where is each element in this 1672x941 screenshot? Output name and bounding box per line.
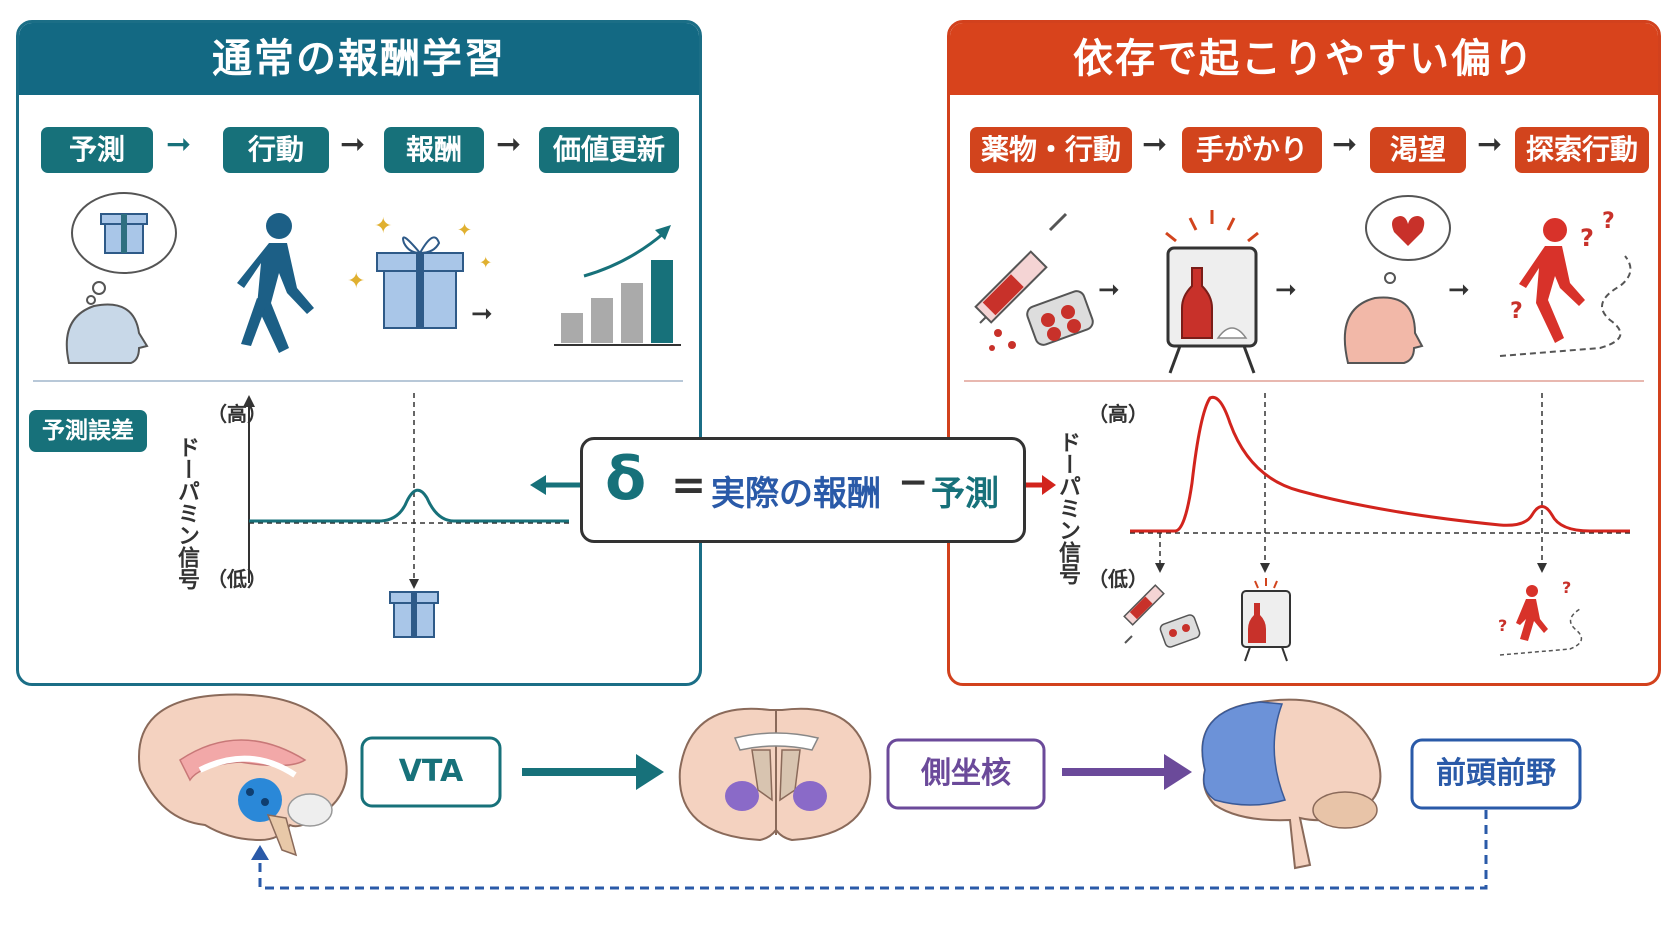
svg-text:✦: ✦ xyxy=(347,269,365,294)
arrow-icon: ➞ xyxy=(496,127,522,162)
gift-small-icon xyxy=(389,591,439,638)
rising-chart-icon xyxy=(554,225,681,346)
vta-node: VTA xyxy=(398,754,464,789)
svg-text:✦: ✦ xyxy=(457,220,472,241)
left-arrow-icon xyxy=(530,475,583,495)
step-cue: 手がかり xyxy=(1182,127,1322,173)
sagittal-brain-icon xyxy=(138,693,348,857)
pathway-diagram xyxy=(138,693,1582,890)
high-label: （高） xyxy=(207,402,267,426)
svg-text:?: ? xyxy=(1580,224,1594,252)
addiction-bias-panel: 依存で起こりやすい偏り 薬物・行動 ➞ 手がかり ➞ 渇望 ➞ 探索行動 ➞ xyxy=(947,20,1661,686)
walking-person-icon xyxy=(237,213,314,353)
normal-learning-panel: 通常の報酬学習 予測 ➞ 行動 ➞ 報酬 ➞ 価値更新 ✦ ✦ ✦ ✦ xyxy=(16,20,702,686)
low-label: （低） xyxy=(1088,567,1148,591)
arrow-icon: ➞ xyxy=(340,127,366,162)
y-axis-label: ドーパミン信号 xyxy=(1055,431,1080,585)
svg-text:✦: ✦ xyxy=(374,214,392,239)
right-arrow-icon xyxy=(1024,475,1056,495)
step-prediction: 予測 xyxy=(41,127,153,173)
equals-sign: = xyxy=(671,460,707,509)
bottle-cue-icon: ➞ xyxy=(1165,210,1297,374)
left-icons: ✦ ✦ ✦ ✦ ➞ xyxy=(65,192,681,364)
arrow-icon: ➞ xyxy=(1142,127,1168,162)
svg-text:?: ? xyxy=(1498,616,1507,635)
coronal-brain-icon xyxy=(678,707,872,842)
gift-icon: ✦ ✦ ✦ ✦ ➞ xyxy=(347,214,493,329)
bottle-small-icon xyxy=(1241,578,1291,662)
step-drug-behavior: 薬物・行動 xyxy=(970,127,1132,173)
right-icons: ➞ ➞ ➞ ? ? ? xyxy=(974,195,1632,374)
low-label: （低） xyxy=(207,567,267,591)
arrow-icon: ➞ xyxy=(166,127,192,162)
arrow-icon: ➞ xyxy=(1477,127,1503,162)
seeking-person-icon: ? ? ? xyxy=(1499,209,1632,357)
divider xyxy=(33,380,683,382)
svg-text:➞: ➞ xyxy=(1275,275,1297,305)
y-axis-label: ドーパミン信号 xyxy=(174,436,199,590)
svg-text:➞: ➞ xyxy=(471,299,493,329)
seeking-small-icon: ? ? xyxy=(1498,578,1583,656)
svg-text:✦: ✦ xyxy=(479,253,492,272)
dopamine-curve xyxy=(249,488,569,523)
step-value-update: 価値更新 xyxy=(539,127,679,173)
arrow-icon: ➞ xyxy=(1332,127,1358,162)
delta-symbol: δ xyxy=(605,444,647,514)
prediction-error-tag: 予測誤差 xyxy=(29,410,147,452)
nucleus-accumbens-node: 側坐核 xyxy=(921,756,1011,791)
svg-text:?: ? xyxy=(1510,299,1523,324)
left-panel-title: 通常の報酬学習 xyxy=(19,23,699,95)
syringe-pills-icon: ➞ xyxy=(974,212,1120,351)
actual-reward: 実際の報酬 xyxy=(711,474,881,514)
step-reward: 報酬 xyxy=(384,127,484,173)
prefrontal-cortex-node: 前頭前野 xyxy=(1436,756,1556,791)
dopamine-curve xyxy=(1130,395,1630,533)
divider xyxy=(964,380,1644,382)
lateral-brain-icon xyxy=(1201,698,1382,870)
svg-text:?: ? xyxy=(1602,209,1615,234)
thinking-head-icon xyxy=(65,192,177,364)
normal-dopamine-plot xyxy=(243,393,569,638)
prediction: 予測 xyxy=(931,474,999,514)
prediction-error-formula: δ = 実際の報酬 − 予測 xyxy=(580,437,1026,543)
craving-head-icon: ➞ xyxy=(1343,195,1470,364)
step-action: 行動 xyxy=(223,127,329,173)
high-label: （高） xyxy=(1088,402,1148,426)
addiction-dopamine-plot: ? ? xyxy=(1123,393,1630,662)
svg-text:➞: ➞ xyxy=(1448,275,1470,305)
svg-text:➞: ➞ xyxy=(1098,275,1120,305)
minus-sign: − xyxy=(898,462,929,503)
step-seeking: 探索行動 xyxy=(1515,127,1649,173)
syringe-small-icon xyxy=(1123,584,1201,648)
right-panel-title: 依存で起こりやすい偏り xyxy=(950,23,1658,95)
svg-text:?: ? xyxy=(1562,578,1571,597)
step-craving: 渇望 xyxy=(1370,127,1466,173)
